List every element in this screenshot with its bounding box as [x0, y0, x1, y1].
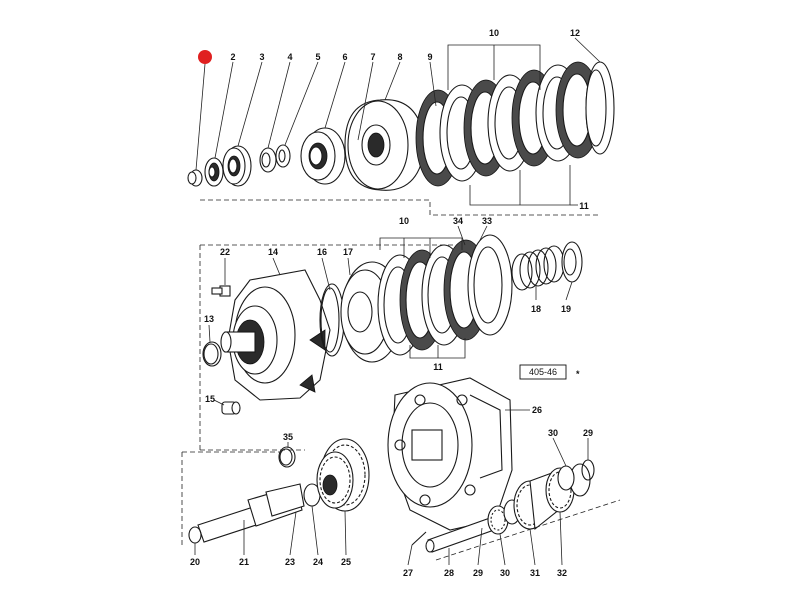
label-27: 27: [403, 568, 413, 578]
label-11-top: 11: [579, 201, 589, 211]
part-13-ring: [202, 341, 222, 367]
part-25-gear: [316, 438, 370, 512]
part-20-snap-ring: [188, 526, 202, 544]
part-32-cluster-gear: [513, 463, 591, 531]
label-10-top: 10: [489, 28, 499, 38]
part-4-ring: [259, 147, 277, 173]
part-3-bearing: [222, 145, 252, 187]
label-7: 7: [370, 52, 375, 62]
reference-code: 405-46: [529, 367, 557, 377]
part-number-labels: 2 3 4 5 6 7 8 9 10 12 11 22 14 16 17 10 …: [190, 28, 593, 578]
label-35: 35: [283, 432, 293, 442]
part-1-pin: [187, 169, 203, 187]
label-28: 28: [444, 568, 454, 578]
part-19-washer: [561, 241, 583, 283]
asterisk-note: *: [576, 369, 580, 379]
label-15: 15: [205, 394, 215, 404]
label-14: 14: [268, 247, 278, 257]
label-31: 31: [530, 568, 540, 578]
label-8: 8: [397, 52, 402, 62]
label-9: 9: [427, 52, 432, 62]
label-16: 16: [317, 247, 327, 257]
part-5-washer: [275, 144, 291, 168]
part-2-nut: [204, 157, 224, 187]
label-3: 3: [259, 52, 264, 62]
part-29-30-bearing: [487, 499, 521, 535]
part-18-springs: [511, 245, 565, 291]
label-13: 13: [204, 314, 214, 324]
part-28-shaft: [425, 517, 495, 553]
label-21: 21: [239, 557, 249, 567]
part-6-piston: [300, 127, 346, 185]
part-12-pressure-plate: [585, 61, 615, 155]
label-23: 23: [285, 557, 295, 567]
label-25: 25: [341, 557, 351, 567]
label-4: 4: [287, 52, 292, 62]
label-30-bottom: 30: [500, 568, 510, 578]
part-14-carrier: [220, 269, 331, 401]
label-19: 19: [561, 304, 571, 314]
label-22: 22: [220, 247, 230, 257]
label-10-mid: 10: [399, 216, 409, 226]
label-26: 26: [532, 405, 542, 415]
part-8-drum: [344, 99, 426, 191]
label-6: 6: [342, 52, 347, 62]
part-26-housing: [387, 377, 513, 531]
part-15-plug: [221, 401, 241, 415]
part-35-ring: [278, 446, 296, 468]
label-5: 5: [315, 52, 320, 62]
label-17: 17: [343, 247, 353, 257]
part-22-bolt: [211, 285, 231, 297]
top-clutch-pack: [415, 61, 601, 187]
label-32: 32: [557, 568, 567, 578]
highlight-marker[interactable]: [198, 50, 212, 64]
part-30-top-bearing: [557, 465, 575, 491]
label-30-top: 30: [548, 428, 558, 438]
middle-clutch-pack: [377, 234, 513, 356]
reference-box: 405-46: [519, 364, 567, 380]
part-21-shaft: [197, 483, 305, 543]
label-33: 33: [482, 216, 492, 226]
label-11-mid: 11: [433, 362, 443, 372]
label-20: 20: [190, 557, 200, 567]
label-18: 18: [531, 304, 541, 314]
label-24: 24: [313, 557, 323, 567]
label-29-top: 29: [583, 428, 593, 438]
label-12: 12: [570, 28, 580, 38]
label-34: 34: [453, 216, 463, 226]
label-2: 2: [230, 52, 235, 62]
part-27-pin: [411, 531, 427, 546]
label-29-bottom: 29: [473, 568, 483, 578]
